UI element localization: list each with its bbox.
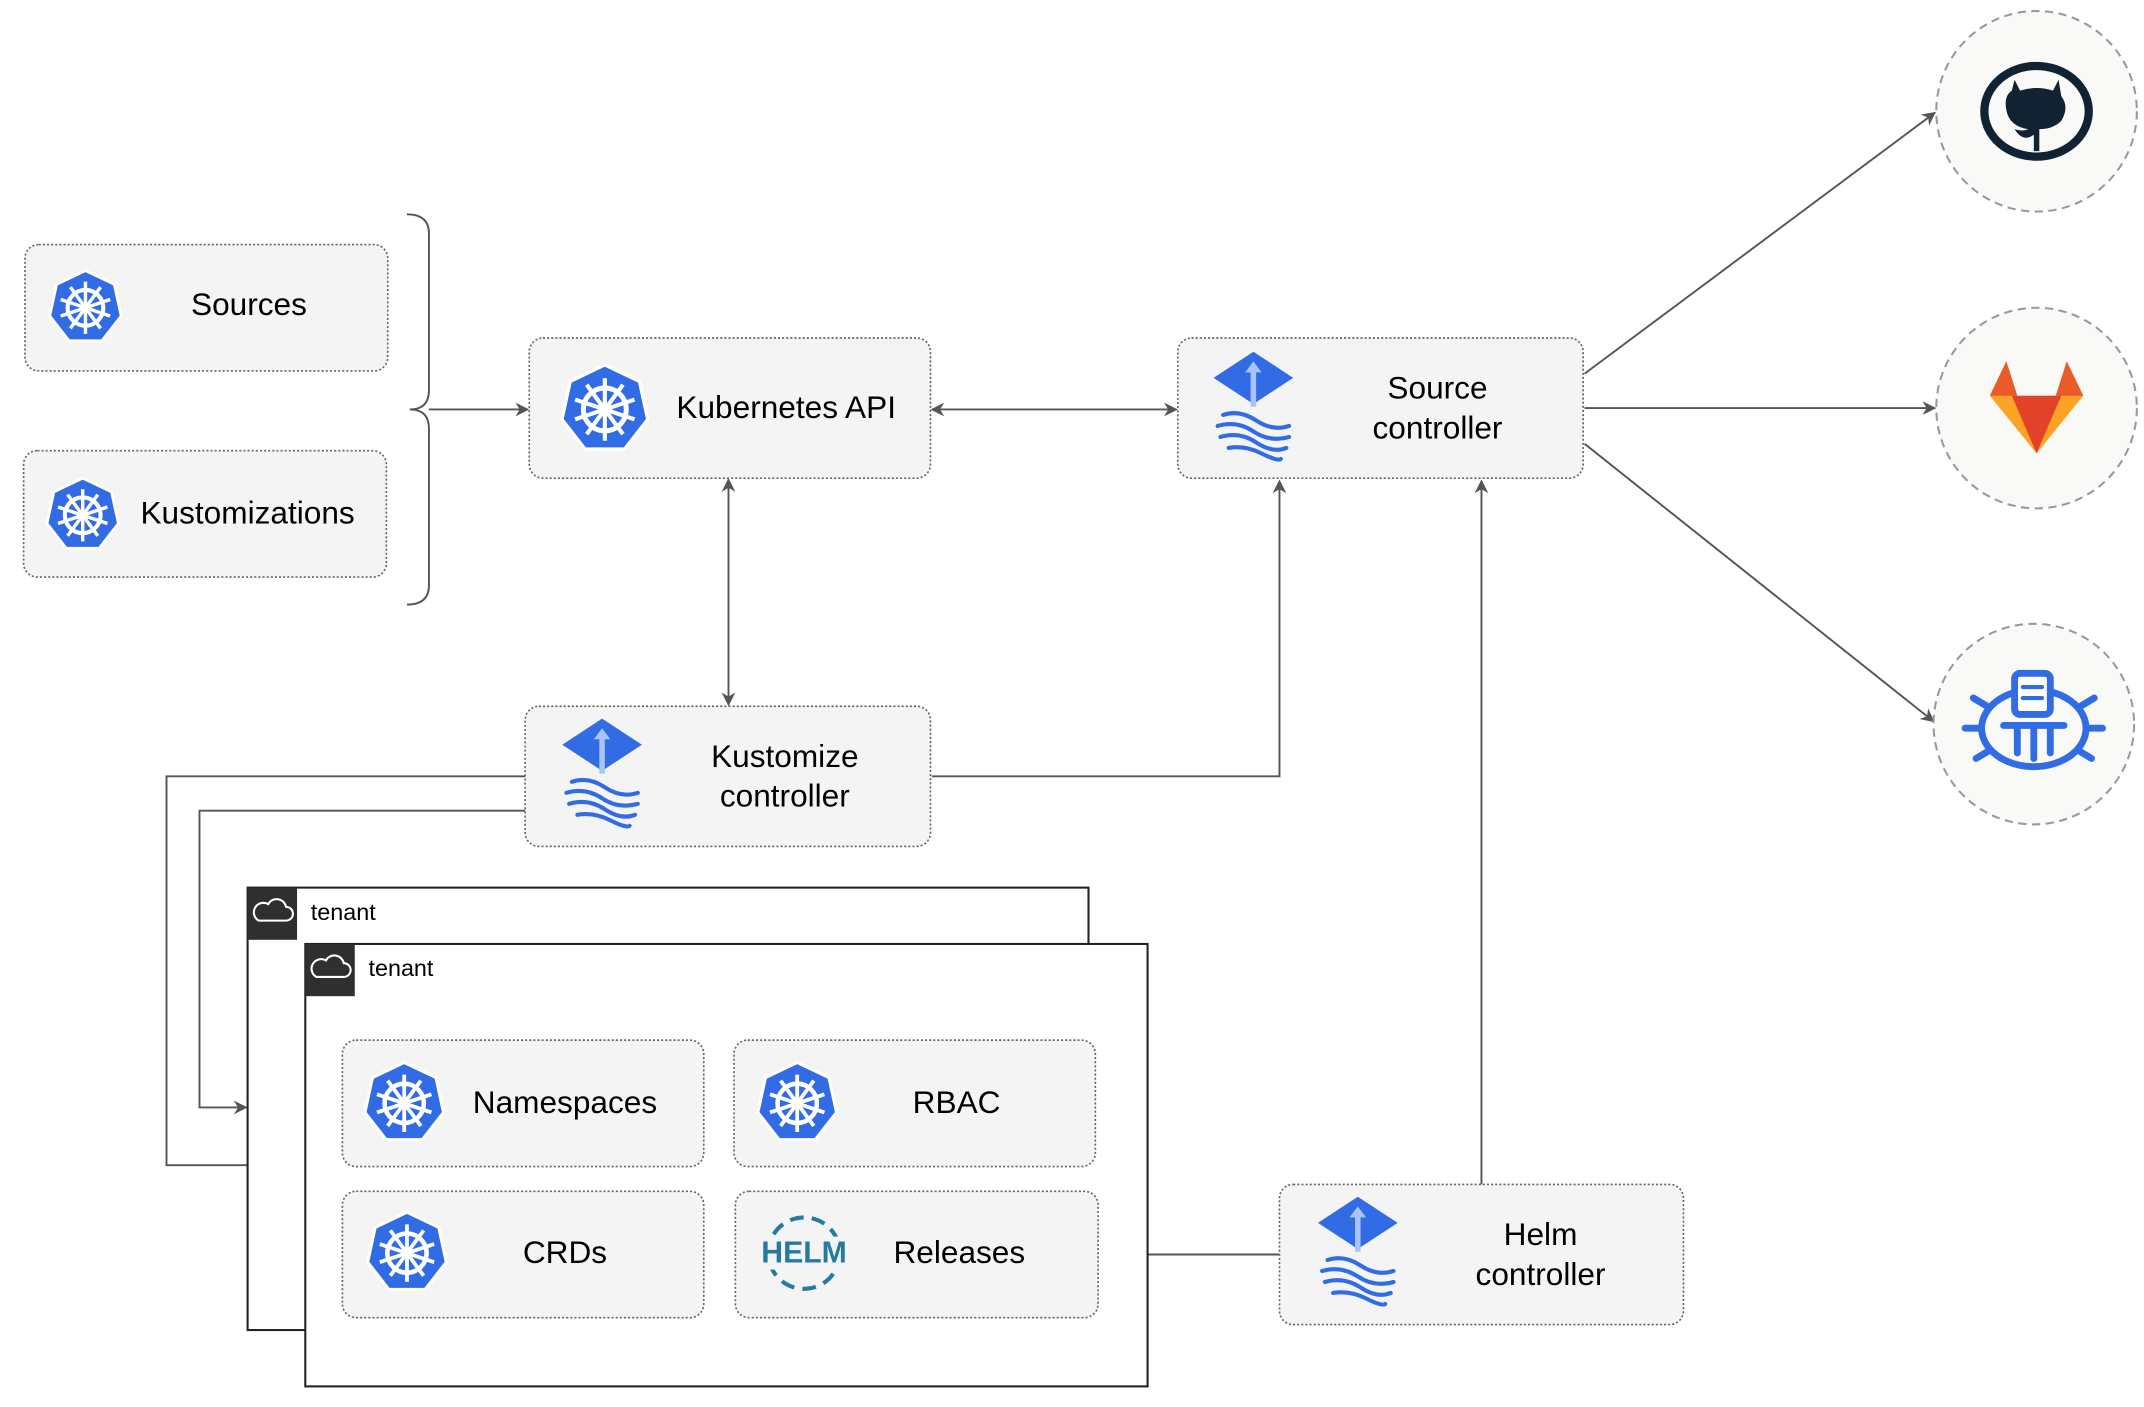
kubernetes-icon [562, 365, 648, 449]
kubernetes-icon [368, 1212, 447, 1289]
sources-brace [406, 213, 430, 606]
edge-kustomize-tenant-1 [198, 809, 526, 1115]
kubernetes-icon [50, 271, 121, 341]
node-label: Sources [191, 286, 307, 322]
edge-kustomize-source [931, 479, 1287, 778]
node-sources[interactable]: Sources [24, 243, 389, 372]
node-label: controller [1476, 1256, 1606, 1292]
node-label: Source [1387, 370, 1487, 406]
node-crds[interactable]: CRDs [341, 1190, 705, 1319]
gitlab-node[interactable] [1935, 306, 2138, 510]
node-releases[interactable]: HELM Releases [734, 1190, 1099, 1319]
node-kustomizations[interactable]: Kustomizations [22, 449, 388, 578]
node-label: Kubernetes API [676, 389, 896, 425]
kubernetes-icon [365, 1063, 444, 1140]
node-source-controller[interactable]: Source controller [1176, 337, 1584, 479]
edge-source-github [1583, 111, 1936, 375]
tenant-label: tenant [311, 899, 376, 925]
node-kubernetes-api[interactable]: Kubernetes API [528, 337, 932, 479]
tenant-label: tenant [369, 955, 434, 981]
edge-kustomize-tenant-2 [165, 775, 526, 1173]
node-label: Releases [893, 1234, 1025, 1270]
node-label: Kustomize [711, 738, 858, 774]
kubernetes-icon [758, 1063, 837, 1140]
helm-logo-text: HELM [761, 1236, 847, 1269]
helm-icon: HELM [755, 1215, 853, 1291]
node-label: controller [1373, 409, 1503, 445]
node-rbac[interactable]: RBAC [733, 1039, 1097, 1168]
node-helm-controller[interactable]: Helm controller [1278, 1183, 1685, 1326]
github-node[interactable] [1935, 9, 2138, 213]
edge-source-bucket [1583, 443, 1935, 723]
gitlab-icon [1989, 361, 2084, 454]
node-label: RBAC [913, 1084, 1001, 1120]
node-label: CRDs [523, 1234, 607, 1270]
bucket-node[interactable] [1932, 622, 2136, 826]
node-kustomize-controller[interactable]: Kustomize controller [524, 705, 932, 848]
node-namespaces[interactable]: Namespaces [341, 1039, 705, 1168]
github-icon [1980, 61, 2093, 161]
kubernetes-icon [47, 478, 118, 548]
node-label: Namespaces [473, 1084, 657, 1120]
node-label: controller [720, 778, 850, 814]
bucket-icon [1961, 669, 2106, 771]
node-label: Helm [1504, 1216, 1578, 1252]
node-label: Kustomizations [140, 495, 354, 531]
